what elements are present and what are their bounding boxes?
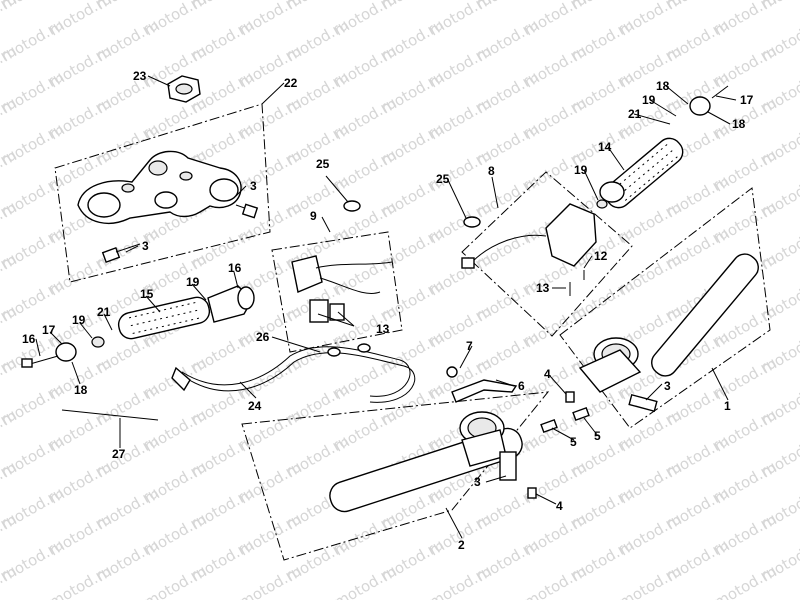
clip-25-upper <box>343 200 361 212</box>
callout-27: 27 <box>112 447 126 461</box>
callout-18-left: 18 <box>74 383 88 397</box>
callout-24: 24 <box>248 399 262 413</box>
watermark-text: motod.ru <box>0 0 20 39</box>
switch-housing-8 <box>461 203 597 296</box>
callout-5-right: 5 <box>594 429 601 443</box>
bolt-3-clamp-right <box>235 203 259 219</box>
callout-9: 9 <box>310 209 317 223</box>
handlebar-clamp-1 <box>578 253 759 413</box>
handlebar-clamp-2 <box>329 411 523 513</box>
callout-22: 22 <box>284 76 298 90</box>
small-parts-4-5 <box>527 391 590 499</box>
callout-18-right: 18 <box>656 79 670 93</box>
watermark-text: motod.ru <box>141 561 210 600</box>
callout-labels: 23 22 3 3 15 19 16 21 19 17 16 18 27 24 … <box>22 69 754 552</box>
top-triple-clamp <box>77 150 242 224</box>
watermark-text: motod.ru <box>711 561 780 600</box>
callout-19-right-b: 19 <box>642 93 656 107</box>
watermark-text: motod.ru <box>236 561 305 600</box>
clip-25-right <box>463 216 481 228</box>
group-2-boundary <box>241 391 550 561</box>
callout-16-right: 17 <box>740 93 754 107</box>
callout-3-clamp1: 3 <box>664 379 671 393</box>
callout-15: 16 <box>228 261 242 275</box>
watermark-text: motod.ru <box>426 561 495 600</box>
callout-11: 13 <box>536 281 550 295</box>
callout-23: 23 <box>133 69 147 83</box>
left-grip-assembly <box>21 285 255 368</box>
group-1-boundary <box>559 187 771 429</box>
callout-7: 7 <box>466 339 473 353</box>
throttle-cable-24 <box>171 343 416 403</box>
callout-13: 14 <box>598 140 612 154</box>
group-9-boundary <box>271 231 403 353</box>
watermark-text: motod.ru <box>46 561 115 600</box>
callout-17-left: 17 <box>42 323 56 337</box>
lever-6 <box>446 366 518 403</box>
rod-27 <box>61 409 159 421</box>
bolt-3-clamp-left <box>101 243 141 263</box>
group-boundaries <box>54 103 771 561</box>
callout-19-left-a: 19 <box>186 275 200 289</box>
callout-2: 2 <box>458 538 465 552</box>
group-22-boundary <box>54 103 271 283</box>
throttle-grip-13 <box>596 85 729 209</box>
nut-23 <box>167 75 201 103</box>
callout-10: 12 <box>594 249 608 263</box>
callout-3-clamp-left: 3 <box>142 239 149 253</box>
callout-26: 26 <box>256 330 270 344</box>
callout-17-right: 18 <box>732 117 746 131</box>
watermark-text: motod.ru <box>616 561 685 600</box>
callout-3-clamp-right: 3 <box>250 179 257 193</box>
watermark-text: motod.ru <box>331 561 400 600</box>
watermark-text: motod.ru <box>521 561 590 600</box>
callout-25-upper: 25 <box>316 157 330 171</box>
callout-6: 6 <box>518 379 525 393</box>
callout-25-right: 25 <box>436 172 450 186</box>
callout-21-left: 21 <box>97 305 111 319</box>
leader-lines <box>35 75 737 539</box>
callout-16-left: 16 <box>22 332 36 346</box>
callout-21-right: 21 <box>628 107 642 121</box>
callout-8: 8 <box>488 164 495 178</box>
callout-4-lower: 4 <box>556 499 563 513</box>
group-8-boundary <box>461 171 633 337</box>
callout-4-upper: 4 <box>544 367 551 381</box>
callout-14: 15 <box>140 287 154 301</box>
callout-5-left: 5 <box>570 435 577 449</box>
callout-1: 1 <box>724 399 731 413</box>
callout-12: 13 <box>376 322 390 336</box>
callout-3-clamp2: 3 <box>474 475 481 489</box>
callout-19-right-a: 19 <box>574 163 588 177</box>
switch-housing-9 <box>291 255 393 323</box>
callout-19-left-b: 19 <box>72 313 86 327</box>
